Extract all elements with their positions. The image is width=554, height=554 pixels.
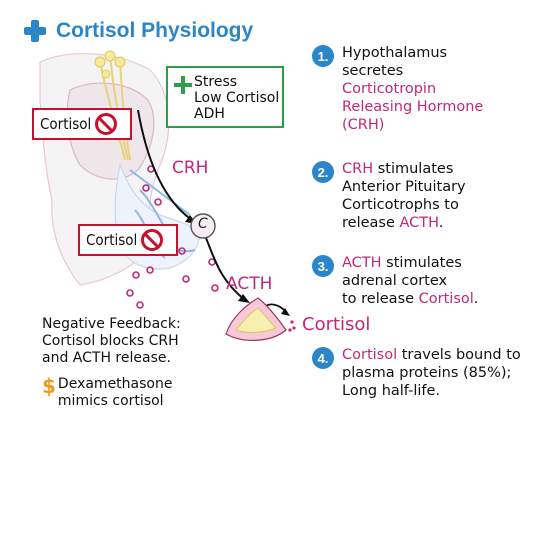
step-text-run: plasma proteins (85%); bbox=[342, 365, 512, 381]
cortisol-label: Cortisol bbox=[302, 314, 371, 335]
negative-feedback-line: Negative Feedback: bbox=[42, 316, 181, 332]
neuron-bodies bbox=[94, 50, 126, 79]
step-text-run: . bbox=[473, 291, 479, 307]
cortisol-inhibit-box-hypothalamus: Cortisol bbox=[32, 108, 132, 140]
dollar-icon: $ bbox=[42, 374, 56, 398]
step-text-run: Corticotropin bbox=[342, 81, 437, 97]
dexamethasone-line: mimics cortisol bbox=[57, 393, 164, 409]
step-number-badge: 1. bbox=[312, 45, 334, 67]
step-line: Corticotrophs to bbox=[342, 196, 466, 214]
prohibit-icon bbox=[141, 229, 164, 251]
step-text-run: travels bound to bbox=[397, 347, 521, 363]
step-text-run: to release bbox=[342, 291, 419, 307]
step-text-run: . bbox=[438, 215, 444, 231]
step-line: ACTH stimulates bbox=[342, 254, 478, 272]
step-line: Cortisol travels bound to bbox=[342, 346, 521, 364]
cortisol-inhibit-box-pituitary: Cortisol bbox=[78, 224, 178, 256]
arrow-pituitary-to-adrenal bbox=[205, 237, 246, 301]
inhibit-box-label: Cortisol bbox=[86, 231, 138, 249]
step-line: Anterior Pituitary bbox=[342, 178, 466, 196]
step-text-run: Cortisol bbox=[418, 291, 474, 307]
corticotroph-label: C bbox=[198, 216, 208, 232]
stimuli-box: Stress Low Cortisol ADH bbox=[166, 66, 284, 128]
step-line: Long half-life. bbox=[342, 382, 521, 400]
step-line: plasma proteins (85%); bbox=[342, 364, 521, 382]
stimulus-low-cortisol: Low Cortisol bbox=[194, 90, 280, 106]
cortisol-granules bbox=[288, 320, 296, 332]
arrow-hypothalamus-to-pituitary bbox=[137, 109, 196, 223]
dexamethasone-note: $ Dexamethasone mimics cortisol bbox=[42, 376, 172, 410]
step-text-run: (CRH) bbox=[342, 117, 385, 133]
plus-icon bbox=[174, 76, 192, 94]
step-line: Corticotropin bbox=[342, 80, 483, 98]
title-text: Cortisol Physiology bbox=[56, 19, 254, 42]
step-text-run: Long half-life. bbox=[342, 383, 441, 399]
crh-label: CRH bbox=[172, 158, 209, 178]
stimulus-stress: Stress bbox=[194, 74, 238, 90]
negative-feedback-line: and ACTH release. bbox=[42, 350, 171, 366]
step-text-run: Corticotrophs to bbox=[342, 197, 459, 213]
dexamethasone-line: Dexamethasone bbox=[57, 376, 173, 392]
page-title: Cortisol Physiology bbox=[22, 16, 253, 46]
step-line: Hypothalamus bbox=[342, 44, 483, 62]
step-line: release ACTH. bbox=[342, 214, 466, 232]
step-text-run: Anterior Pituitary bbox=[342, 179, 466, 195]
prohibit-icon bbox=[95, 113, 118, 135]
step-text-run: release bbox=[342, 215, 400, 231]
negative-feedback-line: Cortisol blocks CRH bbox=[42, 333, 179, 349]
step-line: adrenal cortex bbox=[342, 272, 478, 290]
step-line: to release Cortisol. bbox=[342, 290, 478, 308]
step-text-run: Releasing Hormone bbox=[342, 99, 484, 115]
step-text-run: stimulates bbox=[381, 255, 462, 271]
step-text-run: Hypothalamus bbox=[342, 45, 448, 61]
step-text-run: secretes bbox=[342, 63, 404, 79]
adrenal-medulla bbox=[235, 307, 277, 333]
step-line: Releasing Hormone bbox=[342, 98, 483, 116]
step-text-run: CRH bbox=[342, 161, 374, 177]
stimulus-adh: ADH bbox=[194, 106, 225, 122]
step-number-badge: 4. bbox=[312, 347, 334, 369]
step-text-run: ACTH bbox=[342, 255, 382, 271]
step-text-run: Cortisol bbox=[342, 347, 398, 363]
inhibit-box-label: Cortisol bbox=[40, 115, 92, 133]
step-text-run: adrenal cortex bbox=[342, 273, 448, 289]
step-line: secretes bbox=[342, 62, 483, 80]
acth-label: ACTH bbox=[226, 274, 273, 294]
step-line: (CRH) bbox=[342, 116, 483, 134]
step-number-badge: 3. bbox=[312, 255, 334, 277]
step-line: CRH stimulates bbox=[342, 160, 466, 178]
step-text-run: ACTH bbox=[399, 215, 439, 231]
arrowhead-2 bbox=[238, 294, 250, 303]
corticotroph-cell bbox=[190, 213, 216, 239]
step-text-run: stimulates bbox=[373, 161, 454, 177]
arrowhead-3 bbox=[281, 308, 290, 316]
step-number-badge: 2. bbox=[312, 161, 334, 183]
plus-icon bbox=[22, 18, 48, 44]
negative-feedback-note: Negative Feedback: Cortisol blocks CRH a… bbox=[42, 316, 181, 367]
crh-granules bbox=[126, 165, 219, 309]
